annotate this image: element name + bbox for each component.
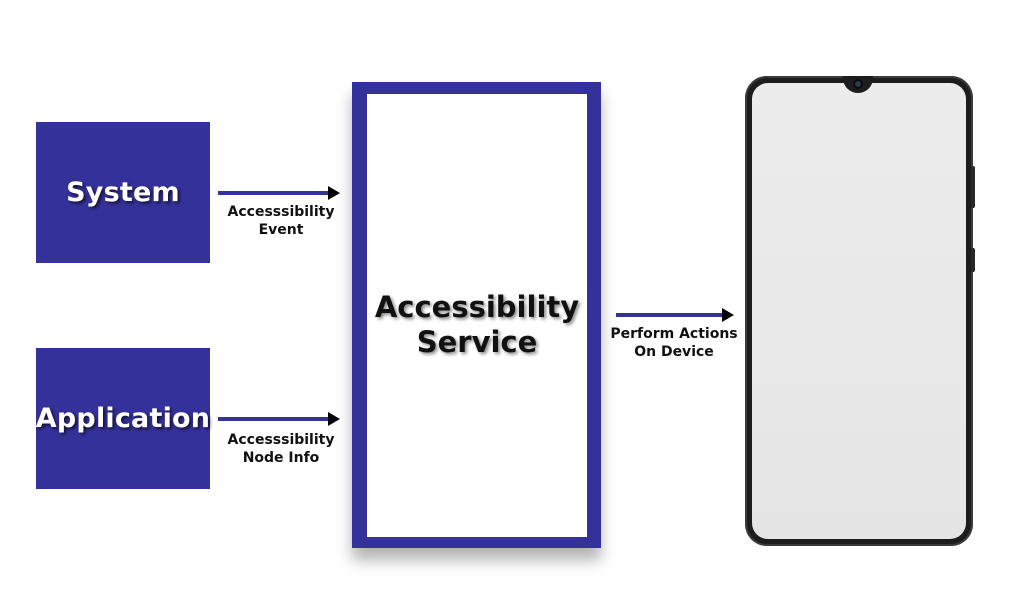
arrow-head-icon <box>722 308 734 322</box>
edge-label-node-info-line-2: Node Info <box>242 450 320 466</box>
edge-label-actions-line-2: On Device <box>634 344 714 360</box>
application-box: Application <box>36 348 210 489</box>
accessibility-service-title: Accessibility Service <box>367 290 587 360</box>
arrow-service-to-device <box>616 308 734 322</box>
edge-label-event: Accesssibility Event <box>210 203 352 239</box>
arrow-shaft <box>218 191 330 195</box>
smartphone-icon <box>745 76 975 546</box>
accessibility-service-panel: Accessibility Service <box>367 94 587 537</box>
arrow-shaft <box>616 313 724 317</box>
edge-label-actions: Perform Actions On Device <box>600 325 748 361</box>
arrow-head-icon <box>328 186 340 200</box>
arrow-head-icon <box>328 412 340 426</box>
phone-screen <box>752 83 966 539</box>
edge-label-node-info: Accesssibility Node Info <box>210 431 352 467</box>
service-title-line-1: Accessibility <box>374 290 580 324</box>
phone-power-button <box>971 248 975 272</box>
service-title-line-2: Service <box>416 325 538 359</box>
arrow-shaft <box>218 417 330 421</box>
system-label: System <box>66 177 180 208</box>
camera-icon <box>853 79 863 89</box>
edge-label-event-line-2: Event <box>258 222 304 238</box>
edge-label-node-info-line-1: Accesssibility <box>227 432 335 448</box>
edge-label-event-line-1: Accesssibility <box>227 204 335 220</box>
arrow-system-to-service <box>218 186 340 200</box>
application-label: Application <box>35 403 211 434</box>
phone-volume-button <box>971 166 975 208</box>
accessibility-service-box: Accessibility Service <box>352 82 601 548</box>
arrow-application-to-service <box>218 412 340 426</box>
system-box: System <box>36 122 210 263</box>
edge-label-actions-line-1: Perform Actions <box>610 326 738 342</box>
